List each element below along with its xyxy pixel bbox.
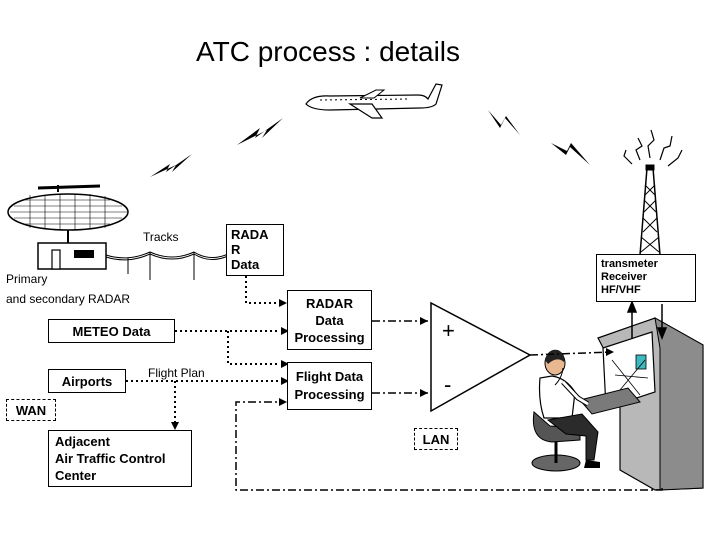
meteo-data-box: METEO Data bbox=[48, 319, 175, 343]
dotted-arrow bbox=[245, 276, 278, 304]
transmitter-tower-icon bbox=[623, 129, 683, 256]
radar-data-box: RADA R Data bbox=[226, 224, 284, 276]
flight-data-line: Processing bbox=[294, 387, 365, 402]
transmitter-line: HF/VHF bbox=[601, 284, 641, 296]
lightning-bolt-icon bbox=[237, 118, 283, 145]
dashdot-line bbox=[235, 401, 663, 491]
wan-label: WAN bbox=[15, 402, 47, 418]
radar-data-line: RADA bbox=[231, 227, 269, 242]
wan-box: WAN bbox=[6, 399, 56, 421]
adjacent-line: Air Traffic Control bbox=[55, 451, 166, 466]
amplifier-plus-sign: + bbox=[442, 318, 455, 343]
person-controller-icon bbox=[531, 349, 600, 472]
amplifier-minus-sign: - bbox=[444, 372, 452, 397]
controller-console-icon bbox=[579, 317, 704, 491]
lightning-bolt-icon bbox=[150, 154, 192, 177]
lan-box: LAN bbox=[414, 428, 458, 450]
lightning-bolt-icon bbox=[488, 110, 520, 135]
flight-data-line: Flight Data bbox=[295, 369, 364, 384]
radar-processing-line: Processing bbox=[294, 329, 365, 345]
radar-processing-line: RADAR bbox=[306, 295, 353, 311]
meteo-data-label: METEO Data bbox=[72, 323, 151, 339]
adjacent-line: Center bbox=[55, 468, 97, 483]
diagram-title: ATC process : details bbox=[196, 36, 461, 67]
radar-data-processing-box: RADAR Data Processing bbox=[287, 290, 372, 350]
flight-plan-label: Flight Plan bbox=[148, 366, 205, 380]
adjacent-line: Adjacent bbox=[55, 434, 110, 449]
lan-label: LAN bbox=[422, 431, 450, 447]
cable-line bbox=[105, 251, 229, 280]
transmitter-line: Receiver bbox=[601, 271, 647, 283]
transmitter-receiver-box: transmeter Receiver HF/VHF bbox=[596, 254, 696, 302]
primary-radar-label: Primary bbox=[6, 272, 48, 286]
radar-data-line: Data bbox=[231, 257, 260, 272]
radar-processing-line: Data bbox=[315, 312, 344, 328]
amplifier-triangle bbox=[430, 301, 532, 413]
airports-label: Airports bbox=[61, 373, 113, 389]
adjacent-atc-center-box: Adjacent Air Traffic Control Center bbox=[48, 430, 192, 487]
dashdot-line bbox=[529, 351, 613, 356]
secondary-radar-label: and secondary RADAR bbox=[6, 292, 131, 306]
radar-dish-icon bbox=[7, 184, 129, 270]
radar-data-line: R bbox=[231, 242, 241, 257]
tracks-label: Tracks bbox=[143, 230, 179, 244]
lightning-bolt-icon bbox=[551, 143, 590, 165]
flight-data-processing-box: Flight Data Processing bbox=[287, 362, 372, 410]
airplane-icon bbox=[305, 83, 443, 119]
transmitter-line: transmeter bbox=[601, 258, 658, 270]
dotted-arrow bbox=[227, 331, 280, 365]
airports-box: Airports bbox=[48, 369, 126, 393]
